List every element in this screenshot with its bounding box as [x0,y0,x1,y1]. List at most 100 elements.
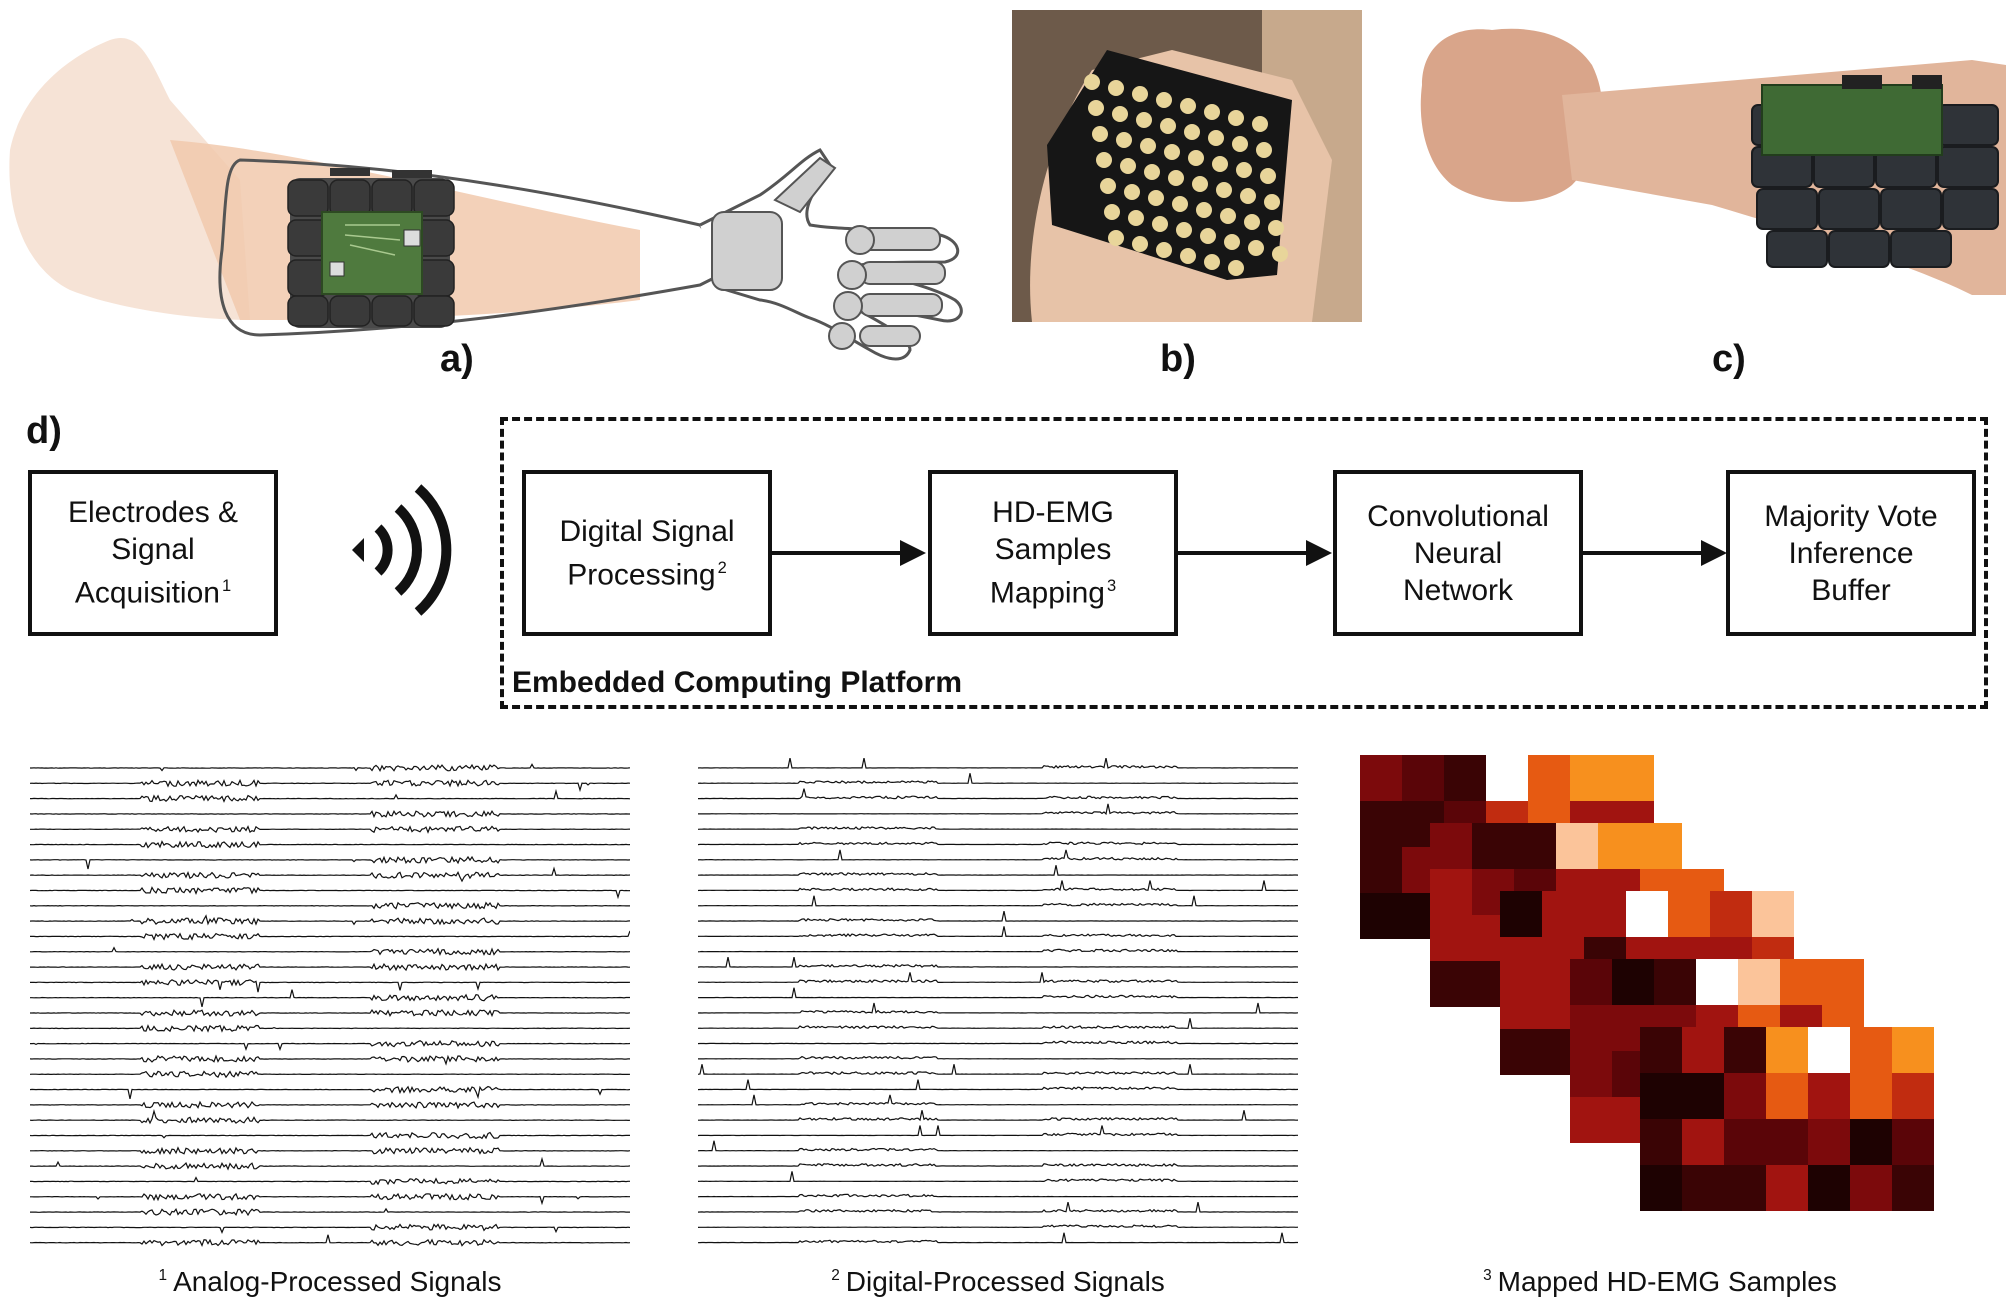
heatmap-cell [1808,1027,1850,1073]
signal-trace [698,841,1298,846]
signal-trace [698,1193,1298,1198]
signal-trace [30,1192,630,1206]
signal-trace [698,826,1298,830]
heatmap-cell [1654,959,1696,1005]
electrode-pad [1188,150,1204,166]
platform-label: Embedded Computing Platform [512,666,962,699]
signal-trace [30,962,630,972]
signal-trace [30,978,630,993]
signal-trace [698,926,1298,938]
electrode-pad [1232,136,1248,152]
forearm-with-armband-photo [1412,5,2006,360]
heatmap-cell [1360,847,1402,893]
heatmap-cell [1682,1165,1724,1211]
heatmap-cell [1682,1119,1724,1165]
cnn-line3: Network [1402,573,1514,607]
signal-trace [698,1140,1298,1152]
heatmap-cell [1766,1165,1808,1211]
heatmap-cell [1724,1119,1766,1165]
heatmap-cell [1850,1027,1892,1073]
signal-trace [30,914,630,926]
signal-trace [698,910,1298,922]
heatmap-cell [1640,1119,1682,1165]
panel-label-d: d) [26,410,62,452]
electrode-pad [1264,194,1280,210]
heatmap-cell [1486,755,1528,801]
signal-trace [30,1024,630,1033]
electrode-pad [1176,222,1192,238]
signal-trace [698,803,1298,816]
heatmap-cell [1570,1051,1612,1097]
heatmap-cell [1542,891,1584,937]
flexible-electrode-array-photo [1012,10,1362,322]
signal-trace [698,1079,1298,1091]
heatmap-cell [1766,1027,1808,1073]
panel-label-c: c) [1712,338,1746,380]
electrode-pad [1100,178,1116,194]
signal-trace [698,865,1298,876]
signal-trace [30,763,630,773]
heatmap-cell [1626,891,1668,937]
electrode-pad [1132,86,1148,102]
heatmap-cell [1500,983,1542,1029]
acquisition-line3: Acquisition [74,576,220,610]
heatmap-cell [1780,959,1822,1005]
cnn-box: Convolutional Neural Network [1333,470,1583,636]
heatmap-cell [1360,801,1402,847]
heatmap-cell [1640,1073,1682,1119]
electrode-pad [1212,156,1228,172]
signal-trace [30,1100,630,1110]
electrode-pad [1196,202,1212,218]
signal-trace [30,1131,630,1140]
signal-trace [698,1125,1298,1137]
signal-trace [698,1162,1298,1167]
signal-trace [698,1224,1298,1229]
signal-trace [698,1232,1298,1244]
signal-trace [698,956,1298,968]
electrode-pad [1088,100,1104,116]
electrode-pad [1260,168,1276,184]
electrode-pad [1220,208,1236,224]
electrode-pad [1192,176,1208,192]
heatmap-cell [1766,1119,1808,1165]
mapping-line2: Samples [994,533,1112,567]
signal-trace [30,1234,630,1247]
vote-line2: Inference [1788,536,1914,570]
arrow-dsp-to-mapping [772,540,926,566]
electrode-pad [1124,184,1140,200]
signal-trace [30,1070,630,1079]
signal-trace [698,895,1298,907]
heatmap-cell [1570,755,1612,801]
electrode-pad [1156,242,1172,258]
electrode-pad [1136,112,1152,128]
electrode-pad [1204,254,1220,270]
cnn-line1: Convolutional [1367,499,1549,533]
electrode-pad [1180,98,1196,114]
arm-illustration [0,0,980,380]
electrode-pad [1108,80,1124,96]
mapped-caption-footnote: 3 [1483,1267,1492,1285]
electrode-pad [1108,230,1124,246]
heatmap-cell [1696,959,1738,1005]
heatmap-cell [1682,823,1724,869]
signal-trace [30,788,630,803]
electrode-pad [1204,104,1220,120]
heatmap-cell [1822,959,1864,1005]
arrow-cnn-to-vote [1583,540,1727,566]
acquisition-line2: Signal [111,533,195,567]
electrode-pad [1104,204,1120,220]
heatmap-cell [1500,1029,1542,1075]
acquisition-footnote: 1 [221,577,232,596]
heatmap-cell [1500,891,1542,937]
electrode-pad [1164,144,1180,160]
signal-trace [698,987,1298,999]
electrode-pad [1228,260,1244,276]
heatmap-cell [1738,959,1780,1005]
signal-trace [698,849,1298,861]
heatmap-cell [1640,1027,1682,1073]
electrode-pad [1180,248,1196,264]
heatmap-cell [1682,1027,1724,1073]
